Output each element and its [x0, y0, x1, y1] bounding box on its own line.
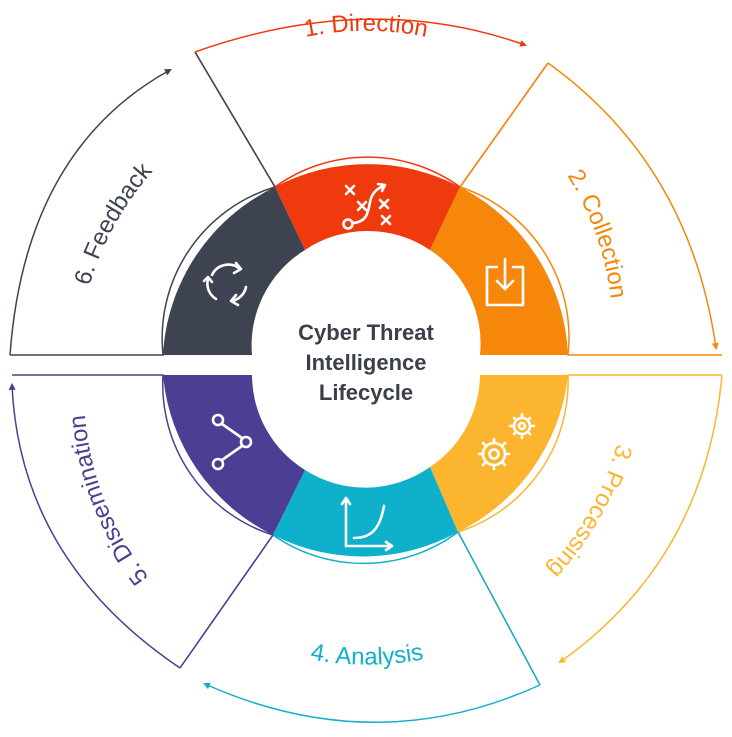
dissemination-ring-segment [163, 375, 305, 535]
stage-label-direction: 1. Direction [302, 10, 430, 43]
center-title-line-1: Cyber Threat [298, 320, 434, 345]
collection-outer-segment [458, 62, 722, 356]
center-title: Cyber Threat Intelligence Lifecycle [298, 320, 434, 405]
collection-ring-segment [430, 187, 568, 355]
stage-label-analysis: 4. Analysis [309, 639, 425, 671]
outer-segments [10, 51, 722, 686]
collection-arrow [547, 62, 719, 351]
analysis-arrow [203, 682, 541, 723]
direction-outer-segment [194, 51, 549, 189]
refresh-cycle-icon [202, 261, 248, 307]
feedback-arrow [9, 68, 172, 356]
stage-label-processing: 3. Processing [542, 442, 637, 584]
stage-label-feedback: 6. Feedback [69, 157, 158, 288]
processing-outer-segment [456, 374, 722, 686]
direction-ring-segment [275, 164, 460, 250]
strategy-play-icon [342, 182, 392, 230]
stage-label-collection: 2. Collection [562, 165, 632, 300]
center-title-line-2: Intelligence [305, 350, 426, 375]
feedback-outer-segment [10, 51, 277, 356]
processing-arrow [558, 374, 723, 664]
analysis-ring-segment [273, 467, 458, 557]
outer-arrows [8, 18, 723, 723]
share-nodes-icon [211, 413, 253, 471]
growth-chart-icon [340, 496, 394, 552]
center-title-line-3: Lifecycle [319, 380, 413, 405]
gears-icon [477, 412, 536, 471]
direction-arrow [194, 18, 527, 53]
stage-label-dissemination: 5. Dissemination [64, 414, 154, 590]
dissemination-outer-segment [12, 374, 275, 669]
analysis-outer-segment [179, 530, 541, 686]
center-circle [262, 261, 470, 469]
feedback-ring-segment [163, 187, 305, 355]
dissemination-arrow [8, 382, 181, 669]
download-tray-icon [485, 257, 525, 307]
